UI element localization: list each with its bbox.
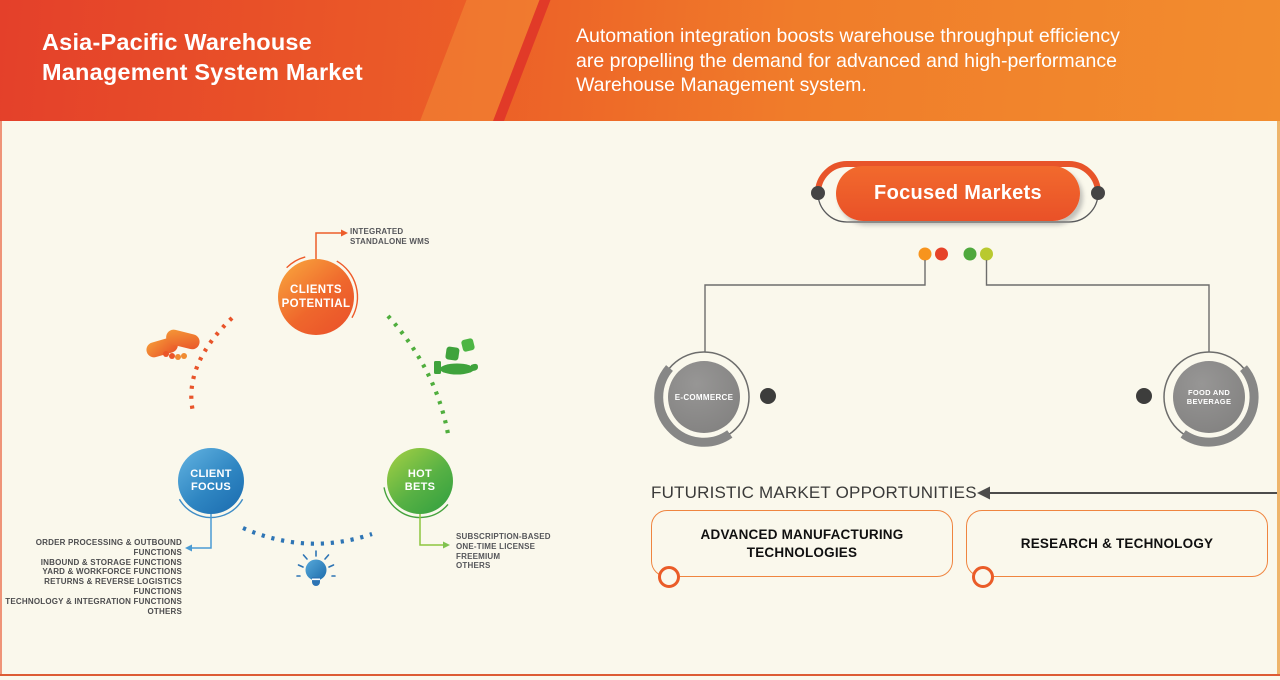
page-title: Asia-Pacific Warehouse Management System… xyxy=(42,29,363,85)
lightbulb-icon xyxy=(296,550,336,586)
hot-bets-arrow xyxy=(443,541,450,549)
focused-markets-pill: Focused Markets xyxy=(836,166,1080,221)
pill-side-dot-left xyxy=(811,186,825,200)
frame-border-right xyxy=(1277,121,1280,676)
opportunity-label: RESEARCH & TECHNOLOGY xyxy=(1020,535,1214,551)
dot-red xyxy=(935,247,948,261)
opportunities-title: FUTURISTIC MARKET OPPORTUNITIES xyxy=(651,483,977,502)
dot-orange xyxy=(918,247,932,261)
hot-bets-connector xyxy=(419,514,443,546)
ecommerce-label: E-COMMERCE xyxy=(674,392,734,402)
opportunity-corner-ring-2 xyxy=(972,566,994,588)
page-subtitle: Automation integration boosts warehouse … xyxy=(576,25,1120,96)
connector-ecommerce xyxy=(704,260,926,352)
clients-potential-callout: INTEGRATED STANDALONE WMS xyxy=(350,227,430,246)
header-banner xyxy=(0,0,1280,121)
food-beverage-circle: FOOD AND BEVERAGE xyxy=(1173,361,1245,433)
hand-money-icon xyxy=(434,338,478,375)
dot-yellow-green xyxy=(980,247,993,261)
frame-border-left xyxy=(0,121,2,676)
connector-food-beverage xyxy=(985,260,1210,352)
handshake-icon xyxy=(146,329,200,360)
focused-markets-label: Focused Markets xyxy=(874,182,1042,204)
hot-bets-callout: SUBSCRIPTION-BASED ONE-TIME LICENSE FREE… xyxy=(456,532,551,571)
hot-bets-circle: HOT BETS xyxy=(387,448,453,514)
pill-side-dot-right xyxy=(1091,186,1105,200)
client-focus-arrow xyxy=(185,544,192,552)
opportunity-corner-ring-1 xyxy=(658,566,680,588)
food-beverage-label: FOOD AND BEVERAGE xyxy=(1186,387,1232,407)
client-focus-circle: CLIENT FOCUS xyxy=(178,448,244,514)
clients-potential-connector xyxy=(315,232,341,259)
ecommerce-side-dot xyxy=(760,388,776,404)
frame-border-bottom xyxy=(0,674,1280,676)
clients-potential-arrow xyxy=(341,229,348,237)
dotted-arc-orange xyxy=(189,316,234,413)
dotted-arc-blue xyxy=(242,526,373,546)
client-focus-connector xyxy=(192,514,212,549)
opportunity-box-research-technology: RESEARCH & TECHNOLOGY xyxy=(966,510,1268,577)
dotted-arc-green xyxy=(386,314,451,435)
opportunities-arrow-head xyxy=(977,486,990,500)
hot-bets-label: HOT BETS xyxy=(404,467,436,494)
food-side-dot xyxy=(1136,388,1152,404)
opportunity-label: ADVANCED MANUFACTURING TECHNOLOGIES xyxy=(700,526,904,560)
clients-potential-circle: CLIENTS POTENTIAL xyxy=(278,259,354,335)
dot-green xyxy=(963,247,977,261)
client-focus-callout: ORDER PROCESSING & OUTBOUND FUNCTIONS IN… xyxy=(5,538,182,616)
client-focus-label: CLIENT FOCUS xyxy=(190,467,232,494)
ecommerce-circle: E-COMMERCE xyxy=(668,361,740,433)
clients-potential-label: CLIENTS POTENTIAL xyxy=(281,284,351,310)
opportunity-box-advanced-manufacturing: ADVANCED MANUFACTURING TECHNOLOGIES xyxy=(651,510,953,577)
